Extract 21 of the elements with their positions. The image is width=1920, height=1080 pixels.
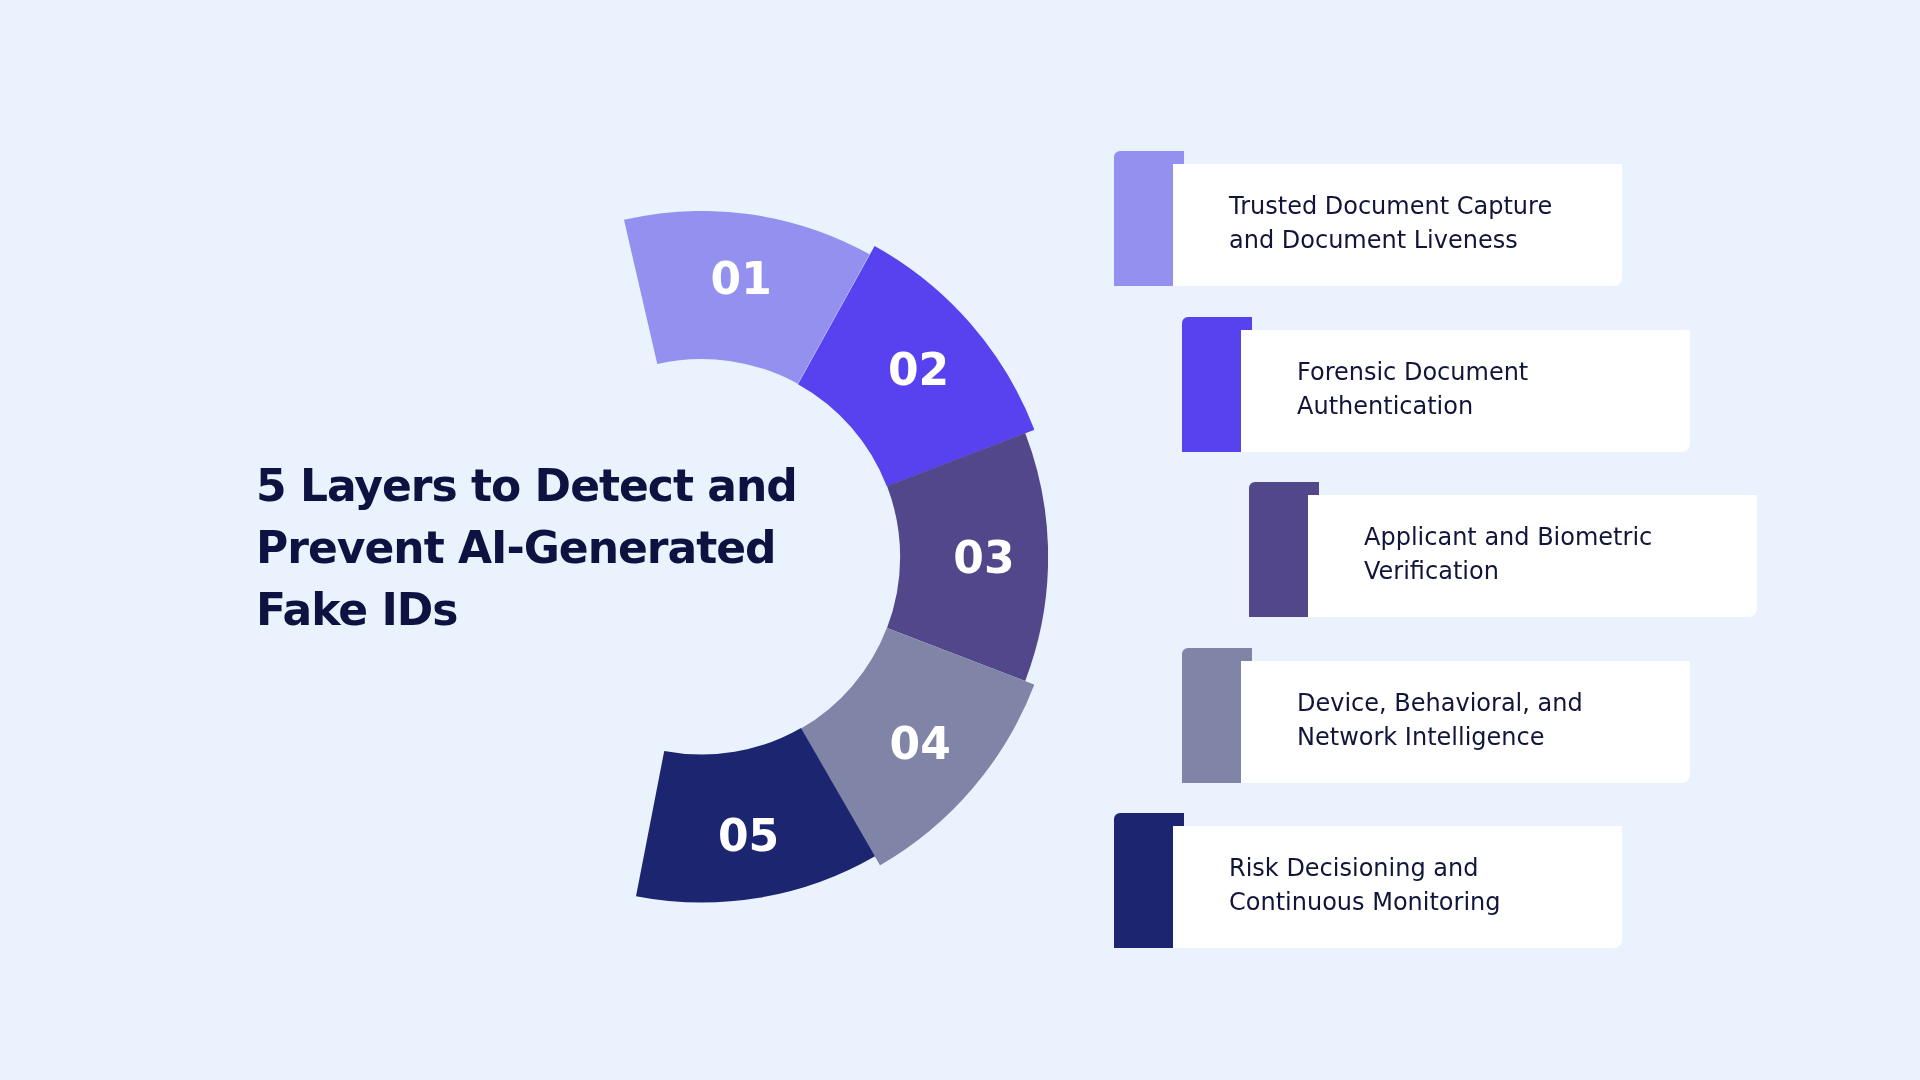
title: 5 Layers to Detect and Prevent AI-Generated Fake IDs <box>256 459 798 637</box>
ring-segment <box>798 245 1035 487</box>
ring-segment <box>624 211 870 384</box>
step-card <box>1114 813 1622 948</box>
step-number: 01 <box>710 252 772 304</box>
step-card <box>1249 482 1757 617</box>
card-text: Risk Decisioning and Continuous Monitoring <box>1229 853 1502 918</box>
step-number: 02 <box>887 343 950 395</box>
step-number: 05 <box>717 809 780 861</box>
card-text: Applicant and Biometric Verification <box>1364 522 1654 587</box>
card-text: Trusted Document Capture and Document Liveness <box>1229 191 1554 256</box>
step-number: 04 <box>889 717 951 769</box>
card-text: Forensic Document Authentication <box>1297 357 1530 422</box>
ring-segment <box>886 433 1048 681</box>
ring-segment <box>801 627 1035 866</box>
step-card <box>1182 317 1690 452</box>
ring-segment <box>635 728 875 903</box>
step-number: 03 <box>953 531 1015 583</box>
card-text: Device, Behavioral, and Network Intelligence <box>1297 688 1584 753</box>
step-card <box>1114 151 1622 286</box>
step-card <box>1182 648 1690 783</box>
